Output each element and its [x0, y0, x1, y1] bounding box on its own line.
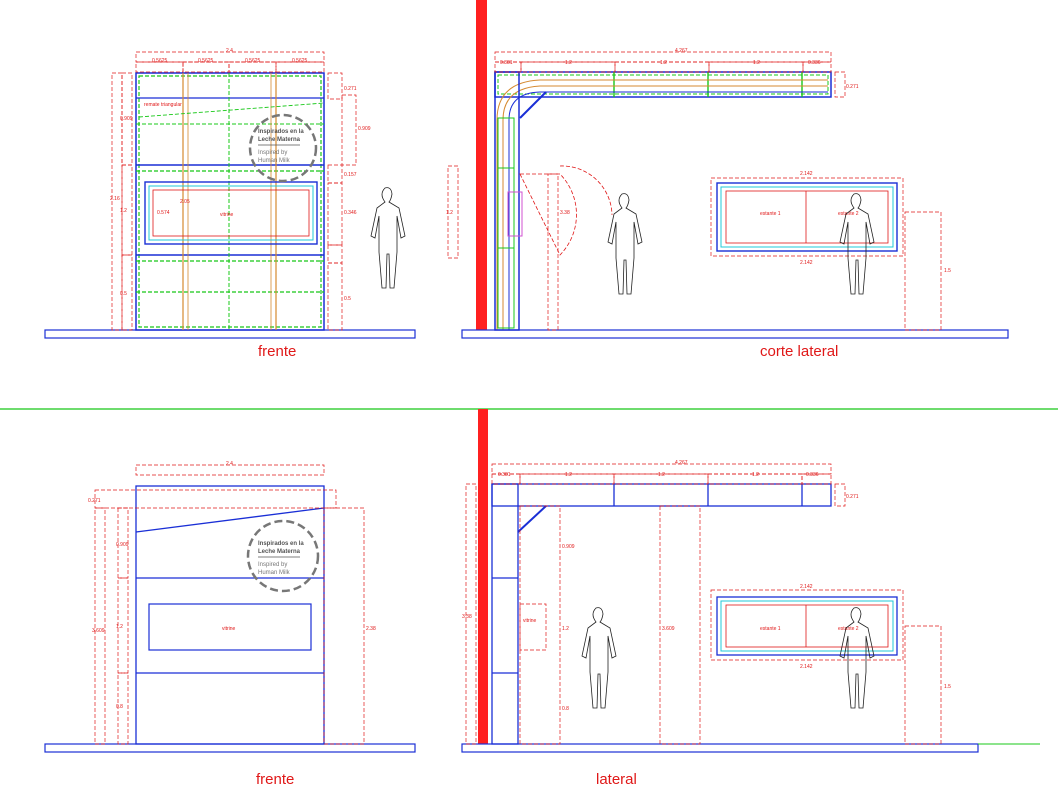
caption-side-section: corte lateral: [760, 343, 839, 360]
human-figure-5: [839, 607, 875, 709]
shelf-unit: [716, 182, 898, 252]
human-figure-2: [607, 193, 643, 295]
view-side-clean: 4.267 0.381 1.2 1.2 1.2 0.336 0.271 3.38…: [461, 409, 1040, 753]
logo-circle-2: [246, 519, 320, 593]
logo-circle: [248, 113, 318, 183]
logo-en-line2: Human Milk: [258, 158, 291, 164]
dim-span-end-2: 0.336: [806, 472, 819, 478]
vitrine-label: vitrine: [220, 212, 234, 218]
dim-vitrine-width: 2.05: [180, 199, 190, 205]
dim-beam-height-2: 0.271: [846, 494, 859, 500]
logo2-es-line1: Inspirados en la: [258, 541, 304, 547]
dim-span-start: 0.381: [500, 60, 513, 66]
dim-seg-4: 0.5625: [292, 58, 308, 64]
band-label: remate triangular: [144, 102, 182, 108]
dim-lower: 0.5: [120, 291, 127, 297]
logo-es-line1: Inspirados en la: [258, 129, 304, 135]
structure-frame-2: [135, 485, 325, 745]
view-side-section: 4.267 0.381 1.2 1.2 1.2 0.336 0.271 1.2 …: [446, 0, 1009, 339]
shelf-unit-2: [716, 596, 898, 656]
logo2-es-line2: Leche Materna: [258, 549, 301, 555]
dim-section-3-38: 3.38: [560, 210, 570, 216]
column-top: [476, 0, 487, 330]
dim-right-lower: 0.5: [344, 296, 351, 302]
dim-right-346: 0.346: [344, 210, 357, 216]
logo2-en-line1: Inspired by: [258, 562, 287, 568]
floor-base-4: [461, 743, 979, 753]
dim-right-total-2: 2.38: [366, 626, 376, 632]
dim-span-a: 1.2: [565, 60, 572, 66]
dim-left-total-2: 3.609: [92, 628, 105, 634]
vitrine-label-3: vitrine: [523, 618, 537, 624]
dim-lateral-middle: 1.2: [562, 626, 569, 632]
dim-total-width-2: 2.4: [226, 461, 233, 467]
dim-upper: 0.909: [120, 116, 133, 122]
logo-es-line2: Leche Materna: [258, 137, 301, 143]
dim-seg-2: 0.5625: [198, 58, 214, 64]
dim-section-height: 1.2: [446, 210, 453, 216]
dim-shelf-width: 2.142: [800, 171, 813, 177]
vitrine-frame: [144, 181, 318, 245]
dim-right-upper: 0.909: [358, 126, 371, 132]
dim-total-width: 2.4: [226, 48, 233, 54]
vitrine-frame-2: [148, 603, 312, 651]
dim-seg-1: 0.5625: [152, 58, 168, 64]
dim-span-total: 4.267: [675, 48, 688, 54]
dim-left-middle-2: 1.2: [116, 624, 123, 630]
dim-span-total-2: 4.267: [675, 460, 688, 466]
dim-shelf-base: 2.142: [800, 260, 813, 266]
canopy-beam-2: [491, 483, 832, 507]
human-figure-3: [839, 193, 875, 295]
view-front-detailed: vitrine remate triangular Inspirados en …: [44, 48, 416, 339]
dim-shelf-elevation: 1.5: [944, 268, 951, 274]
dim-span-b: 1.2: [660, 60, 667, 66]
dim-span-start-2: 0.381: [498, 472, 511, 478]
logo2-en-line2: Human Milk: [258, 570, 291, 576]
dim-right-157: 0.157: [344, 172, 357, 178]
dim-vitrine-height: 0.574: [157, 210, 170, 216]
caption-front-bottom: frente: [256, 771, 295, 788]
dim-lateral-lower: 0.8: [562, 706, 569, 712]
dim-lateral-3-609: 3.609: [662, 626, 675, 632]
floor-base-2: [461, 329, 1009, 339]
caption-front-top: frente: [258, 343, 297, 360]
dim-lateral-height: 3.38: [462, 614, 472, 620]
dim-span-a-2: 1.2: [565, 472, 572, 478]
dim-right-top: 0.271: [344, 86, 357, 92]
dim-left-upper-2: 0.909: [116, 542, 129, 548]
shelf2-label-2: estante 2: [838, 626, 859, 632]
dim-span-c-2: 1.2: [752, 472, 759, 478]
dim-span-end: 0.336: [808, 60, 821, 66]
dim-shelf-elevation-2: 1.5: [944, 684, 951, 690]
dim-middle: 1.2: [120, 208, 127, 214]
dim-seg-3: 0.5625: [245, 58, 261, 64]
shelf2-label: estante 2: [838, 211, 859, 217]
dim-span-b-2: 1.2: [658, 472, 665, 478]
shelf1-label: estante 1: [760, 211, 781, 217]
dim-top-2: 0.271: [88, 498, 101, 504]
dim-span-c: 1.2: [753, 60, 760, 66]
dim-shelf-width-2: 2.142: [800, 584, 813, 590]
dim-left-lower-2: 0.8: [116, 704, 123, 710]
floor-base-3: [44, 743, 416, 753]
floor-base: [44, 329, 416, 339]
dim-lateral-upper: 0.909: [562, 544, 575, 550]
human-figure-4: [581, 607, 617, 709]
column-bottom: [478, 409, 488, 744]
dim-height-total: 2.16: [110, 196, 120, 202]
shelf1-label-2: estante 1: [760, 626, 781, 632]
dim-beam-height: 0.271: [846, 84, 859, 90]
view-front-clean: vitrine Inspirados en la Leche Materna I…: [44, 461, 416, 753]
human-figure: [370, 187, 406, 289]
vitrine-label-2: vitrine: [222, 626, 236, 632]
dim-shelf-base-2: 2.142: [800, 664, 813, 670]
caption-lateral: lateral: [596, 771, 637, 788]
logo-en-line1: Inspired by: [258, 150, 287, 156]
structure-frame: [135, 72, 325, 331]
